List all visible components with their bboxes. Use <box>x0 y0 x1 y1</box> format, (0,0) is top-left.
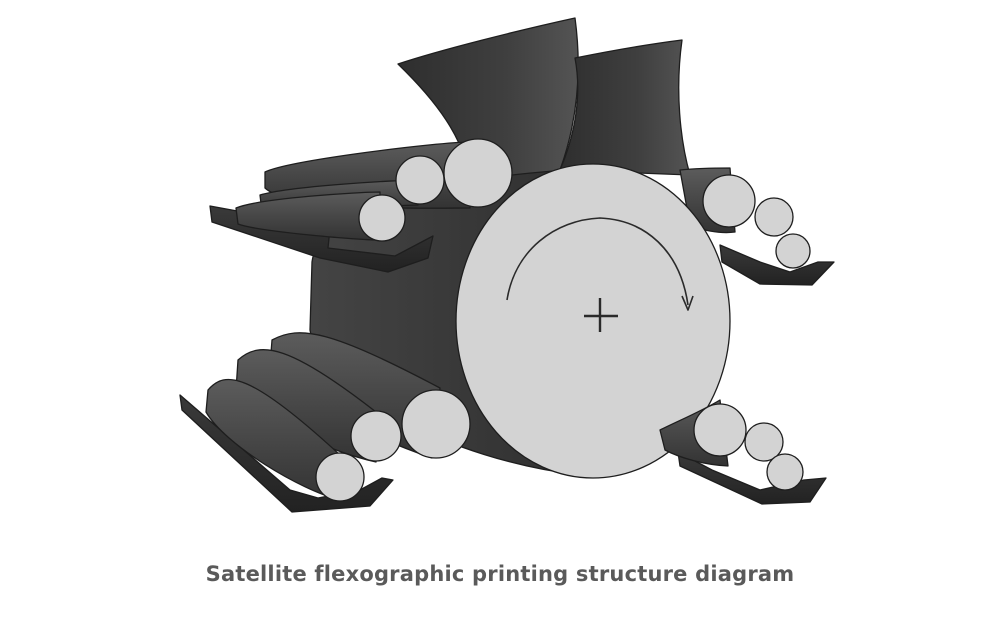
roller-end <box>315 452 365 502</box>
rotation-arrow-icon <box>506 217 694 311</box>
impression-cylinder-face <box>455 163 731 479</box>
satellite-flexo-diagram <box>179 17 835 513</box>
roller-end <box>395 155 445 205</box>
ink-tray <box>179 394 394 513</box>
roller-end <box>744 422 784 462</box>
roller-end <box>443 138 513 208</box>
plus-icon <box>584 298 618 332</box>
ink-tray <box>677 451 827 505</box>
roller-end <box>754 197 794 237</box>
roller-end <box>401 389 471 459</box>
roller-end <box>702 174 756 228</box>
ink-tray <box>719 244 835 286</box>
printing-unit-lower-left <box>179 332 471 513</box>
web-sheet-right <box>559 39 691 176</box>
roller-end <box>775 233 811 269</box>
roller-end <box>358 194 406 242</box>
roller-end <box>766 453 804 491</box>
printing-unit-lower-right <box>659 399 827 505</box>
roller-end <box>693 403 747 457</box>
web-sheet-left <box>397 17 579 191</box>
roller-end <box>350 410 402 462</box>
printing-unit-upper-left <box>209 138 513 273</box>
diagram-caption: Satellite flexographic printing structur… <box>205 562 795 586</box>
